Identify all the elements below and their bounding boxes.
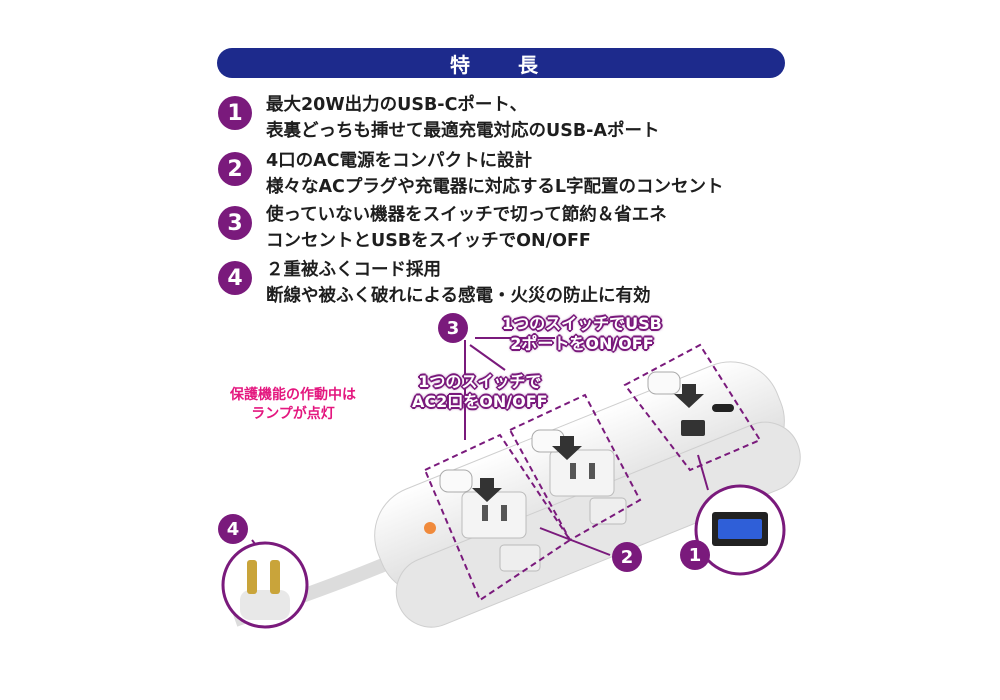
feature-line-2: コンセントとUSBをスイッチでON/OFF [266, 231, 591, 251]
plug-prong-icon [270, 560, 280, 594]
feature-number-badge: 3 [218, 206, 252, 240]
feature-line-2: 断線や被ふく破れによる感電・火災の防止に有効 [266, 286, 651, 306]
feature-line-2: 表裏どっちも挿せて最適充電対応のUSB-Aポート [266, 121, 660, 141]
usb-a-port [681, 420, 705, 436]
switch-ac1 [439, 469, 473, 493]
feature-number-badge: 1 [218, 96, 252, 130]
dashed-highlights [423, 343, 762, 602]
banner-title: 特 長 [450, 52, 552, 77]
lamp-icon [424, 522, 436, 534]
callout-badge-1: 1 [680, 540, 710, 570]
arrow-icons [472, 384, 704, 502]
feature-line-1: ２重被ふくコード採用 [266, 260, 441, 280]
ac-outlet-2 [549, 449, 615, 497]
callout-badge-4: 4 [218, 514, 248, 544]
usb-c-port [712, 404, 734, 412]
feature-number-badge: 2 [218, 152, 252, 186]
callout-badge-2: 2 [612, 542, 642, 572]
feature-line-1: 4口のAC電源をコンパクトに設計 [266, 151, 533, 171]
feature-line-1: 使っていない機器をスイッチで切って節約＆省エネ [266, 205, 667, 225]
feature-number-badge: 4 [218, 261, 252, 295]
ac-switch-callout: 1つのスイッチで AC2口をON/OFF [412, 372, 548, 411]
ac-outlet-side [499, 497, 627, 572]
lamp-callout: 保護機能の作動中は ランプが点灯 [230, 387, 356, 422]
ac-outlet-1 [461, 491, 527, 539]
plug-prong-icon [247, 560, 257, 594]
callout-badge-3: 3 [438, 313, 468, 343]
switch-usb [647, 371, 681, 395]
feature-line-2: 様々なACプラグや充電器に対応するL字配置のコンセント [266, 177, 724, 197]
features-banner: 特 長 [217, 48, 785, 78]
feature-line-1: 最大20W出力のUSB-Cポート、 [266, 95, 528, 115]
usb-switch-callout: 1つのスイッチでUSB 2ポートをON/OFF [502, 314, 662, 353]
